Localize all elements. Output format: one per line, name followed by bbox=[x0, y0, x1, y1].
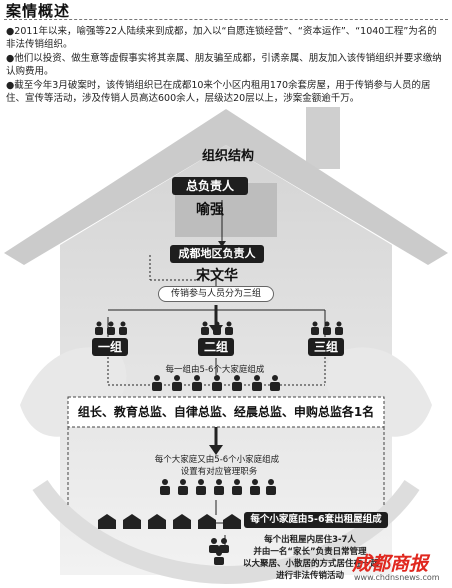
room-note-line-1: 每个出租屋内居住3-7人 bbox=[264, 535, 356, 545]
newspaper-url: www.chdnsnews.com bbox=[354, 573, 440, 582]
group-3-people-icons bbox=[310, 321, 344, 335]
family-composition-note: 每个大家庭又由5-6个小家庭组成 bbox=[154, 455, 280, 465]
org-chart-graphic: 组织结构 总负责人 喻强 成都地区负责人 宋文华 传销参与人员分为三组 一组 二… bbox=[0, 105, 452, 588]
chief-label-badge: 总负责人 bbox=[172, 177, 248, 195]
house-composition-badge: 每个小家庭由5-6套出租屋组成 bbox=[244, 512, 388, 528]
big-family-people-icons bbox=[150, 375, 280, 391]
summary-paragraph-1: ●2011年以来，喻强等22人陆续来到成都，加入以“自愿连锁经营”、“资本运作”… bbox=[6, 26, 437, 50]
group-composition-note: 每一组由5-6个大家庭组成 bbox=[165, 365, 265, 375]
summary-paragraph-2: ●他们以投资、做生意等虚假事实将其亲属、朋友骗至成都，引诱亲属、朋友加入该传销组… bbox=[6, 53, 442, 77]
title-divider bbox=[4, 19, 448, 20]
rental-house-icons bbox=[96, 513, 246, 529]
newspaper-logo: 成都商报 bbox=[352, 553, 429, 575]
room-note-line-4: 进行非法传销活动 bbox=[275, 571, 344, 581]
room-note-line-3: 以大聚居、小散居的方式居住在一起 bbox=[242, 559, 379, 569]
room-residents-icon bbox=[208, 537, 230, 565]
region-name: 宋文华 bbox=[196, 268, 238, 284]
region-label-badge: 成都地区负责人 bbox=[170, 245, 264, 263]
management-roles-text: 组长、教育总监、自律总监、经晨总监、申购总监各1名 bbox=[77, 405, 375, 419]
org-structure-title: 组织结构 bbox=[201, 149, 254, 164]
split-note-badge: 传销参与人员分为三组 bbox=[158, 286, 274, 302]
group-1-people-icons bbox=[94, 321, 128, 335]
chief-name: 喻强 bbox=[196, 202, 224, 218]
case-summary-title: 案情概述 bbox=[6, 2, 71, 20]
group-2-badge: 二组 bbox=[198, 338, 234, 356]
group-2-people-icons bbox=[200, 321, 234, 335]
group-3-badge: 三组 bbox=[308, 338, 344, 356]
house-background-illustration bbox=[4, 107, 448, 585]
room-note-line-2: 并由一名“家长”负责日常管理 bbox=[253, 547, 367, 557]
summary-paragraph-3: ●截至今年3月破案时，该传销组织已在成都10来个小区内租用170余套房屋，用于传… bbox=[6, 80, 431, 104]
small-family-people-icons bbox=[158, 479, 278, 495]
duty-note: 设置有对应管理职务 bbox=[180, 467, 258, 477]
group-1-badge: 一组 bbox=[92, 338, 128, 356]
